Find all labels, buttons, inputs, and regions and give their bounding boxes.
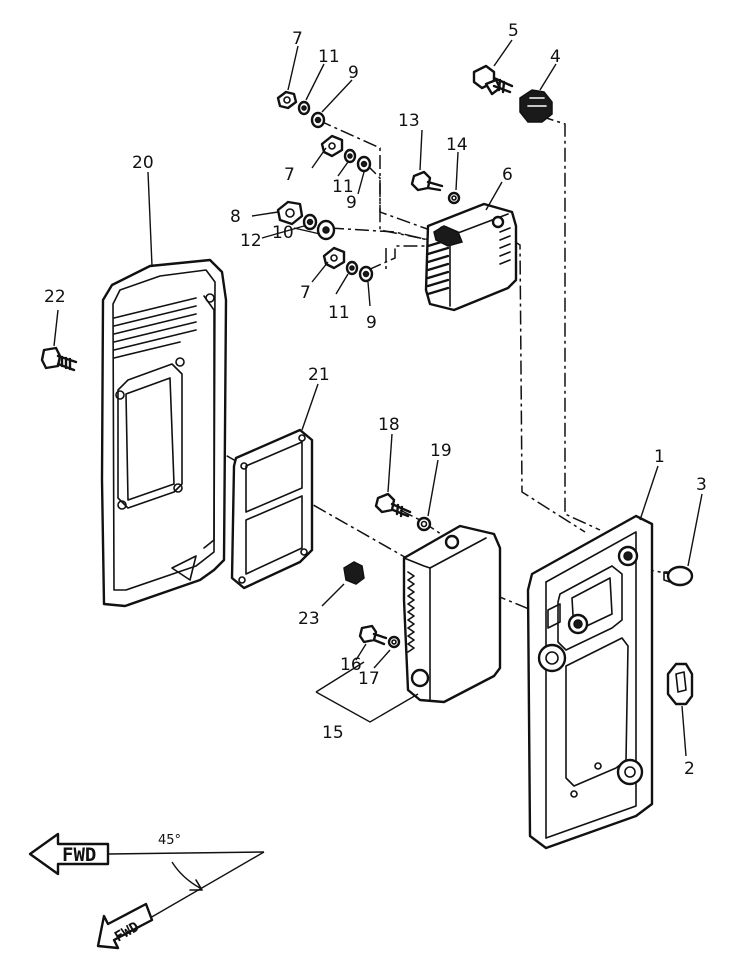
label-p11a: 11 bbox=[318, 47, 340, 67]
label-p21: 21 bbox=[308, 365, 330, 385]
fitting-23 bbox=[343, 561, 365, 585]
plate-1 bbox=[526, 514, 654, 850]
washer-11-mid bbox=[343, 148, 357, 164]
label-p14: 14 bbox=[446, 135, 468, 155]
washer-9-top bbox=[310, 111, 326, 129]
label-p3: 3 bbox=[696, 475, 707, 495]
angle-label: 45° bbox=[158, 833, 181, 848]
grommet-4 bbox=[519, 89, 553, 123]
label-p2: 2 bbox=[684, 759, 695, 779]
regulator-6 bbox=[424, 202, 518, 312]
label-p5: 5 bbox=[508, 21, 519, 41]
block-15 bbox=[402, 524, 502, 704]
label-p23: 23 bbox=[298, 609, 320, 629]
label-p9c: 9 bbox=[366, 313, 377, 333]
washer-19 bbox=[416, 516, 432, 532]
washer-10 bbox=[316, 219, 336, 241]
fwd-arrow-rotated: FWD bbox=[96, 902, 154, 950]
label-p4: 4 bbox=[550, 47, 561, 67]
label-p9b: 9 bbox=[346, 193, 357, 213]
label-p19: 19 bbox=[430, 441, 452, 461]
label-p6: 6 bbox=[502, 165, 513, 185]
part-numbers: 7 11 9 5 4 13 14 6 7 11 9 20 8 12 10 7 1… bbox=[44, 21, 707, 779]
label-p12: 12 bbox=[240, 231, 262, 251]
label-p1: 1 bbox=[654, 447, 665, 467]
label-p18: 18 bbox=[378, 415, 400, 435]
bolt-16 bbox=[358, 624, 388, 646]
label-p15: 15 bbox=[322, 723, 344, 743]
label-p11b: 11 bbox=[332, 177, 354, 197]
washer-11-top bbox=[297, 100, 311, 116]
nut-7-low bbox=[322, 246, 346, 270]
cover-20 bbox=[100, 258, 228, 608]
label-p22: 22 bbox=[44, 287, 66, 307]
bolt-22 bbox=[40, 346, 78, 372]
nut-7-mid bbox=[320, 134, 344, 158]
leader-lines bbox=[53, 39, 703, 757]
fins bbox=[426, 227, 511, 296]
label-p20: 20 bbox=[132, 153, 154, 173]
label-p13: 13 bbox=[398, 111, 420, 131]
nut-8 bbox=[276, 200, 304, 226]
washer-14 bbox=[447, 191, 461, 205]
label-p9a: 9 bbox=[348, 63, 359, 83]
label-p16: 16 bbox=[340, 655, 362, 675]
bolt-18 bbox=[374, 492, 412, 518]
bolt-5 bbox=[472, 64, 514, 96]
washer-17 bbox=[387, 635, 401, 649]
washer-11-low bbox=[345, 260, 359, 276]
washer-9-mid bbox=[356, 155, 372, 173]
gasket-21 bbox=[230, 428, 314, 590]
label-p7a: 7 bbox=[292, 29, 303, 49]
label-p10: 10 bbox=[272, 223, 294, 243]
washer-12 bbox=[302, 213, 318, 231]
washer-9-low bbox=[358, 265, 374, 283]
label-p17: 17 bbox=[358, 669, 380, 689]
label-p7c: 7 bbox=[300, 283, 311, 303]
label-p11c: 11 bbox=[328, 303, 350, 323]
label-p8: 8 bbox=[230, 207, 241, 227]
nut-7-top bbox=[276, 90, 298, 110]
plug-3 bbox=[663, 565, 694, 587]
bolt-13 bbox=[410, 170, 444, 192]
grommet-2 bbox=[666, 662, 694, 706]
louvres bbox=[113, 297, 197, 359]
label-p7b: 7 bbox=[284, 165, 295, 185]
fwd-arrow: FWD 45° bbox=[28, 832, 265, 919]
fwd-label: FWD bbox=[62, 844, 96, 866]
